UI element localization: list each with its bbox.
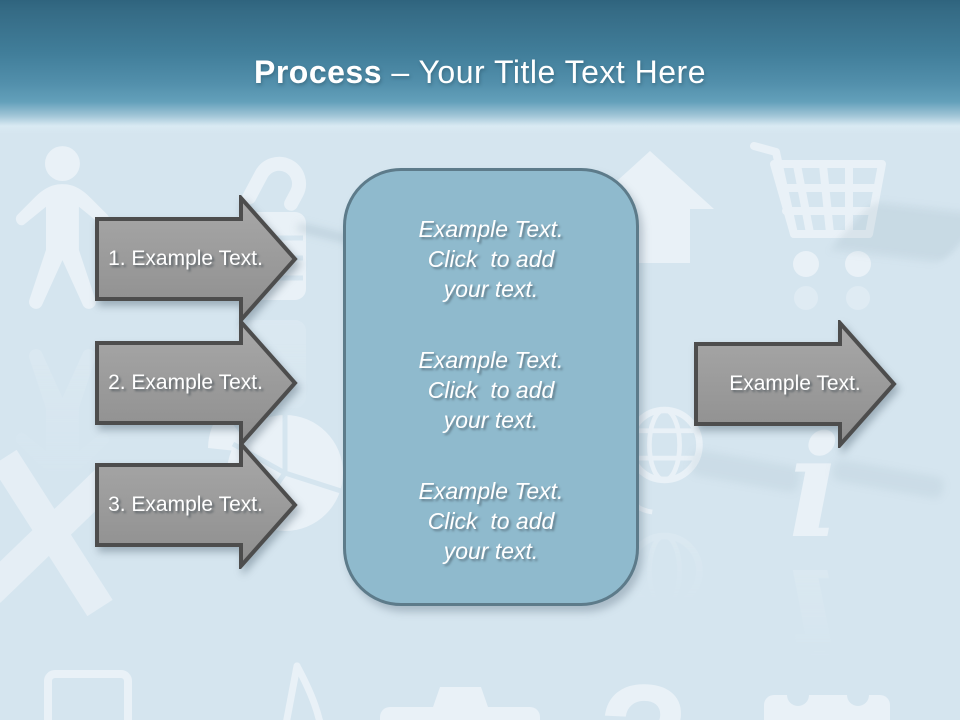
process-arrow-2[interactable]: 2. Example Text. — [95, 319, 299, 447]
panel-text-block-1: Example Text. Click to add your text. — [418, 216, 564, 302]
camera-icon — [378, 685, 543, 720]
result-arrow[interactable]: Example Text. — [694, 320, 898, 448]
title-keyword: Process — [253, 54, 383, 90]
process-arrow-1-label: 1. Example Text. — [108, 247, 263, 270]
calendar-icon — [762, 683, 892, 720]
person-icon — [12, 143, 117, 328]
laptop-icon — [42, 668, 137, 720]
question-mark-icon: ? — [598, 662, 690, 720]
process-arrow-3-label: 3. Example Text. — [108, 493, 263, 516]
info-reflection-icon: i — [788, 536, 842, 700]
title-text: – Your Title Text Here — [382, 54, 706, 90]
process-arrow-3[interactable]: 3. Example Text. — [95, 441, 299, 569]
process-arrow-1[interactable]: 1. Example Text. — [95, 195, 299, 323]
shopping-cart-icon — [748, 138, 913, 338]
center-text-panel[interactable]: Example Text. Click to add your text. Ex… — [343, 168, 639, 606]
panel-text-block-3: Example Text. Click to add your text. — [418, 478, 564, 564]
header-banner — [0, 0, 960, 134]
panel-text-block-2: Example Text. Click to add your text. — [418, 347, 564, 433]
process-arrow-2-label: 2. Example Text. — [108, 371, 263, 394]
x-mark-icon — [0, 420, 132, 620]
info-icon: i — [788, 406, 842, 570]
info-shadow — [830, 458, 946, 500]
sail-pen-icon — [275, 662, 345, 720]
result-arrow-label: Example Text. — [729, 372, 861, 395]
slide-title: Process – Your Title Text Here — [0, 52, 960, 92]
